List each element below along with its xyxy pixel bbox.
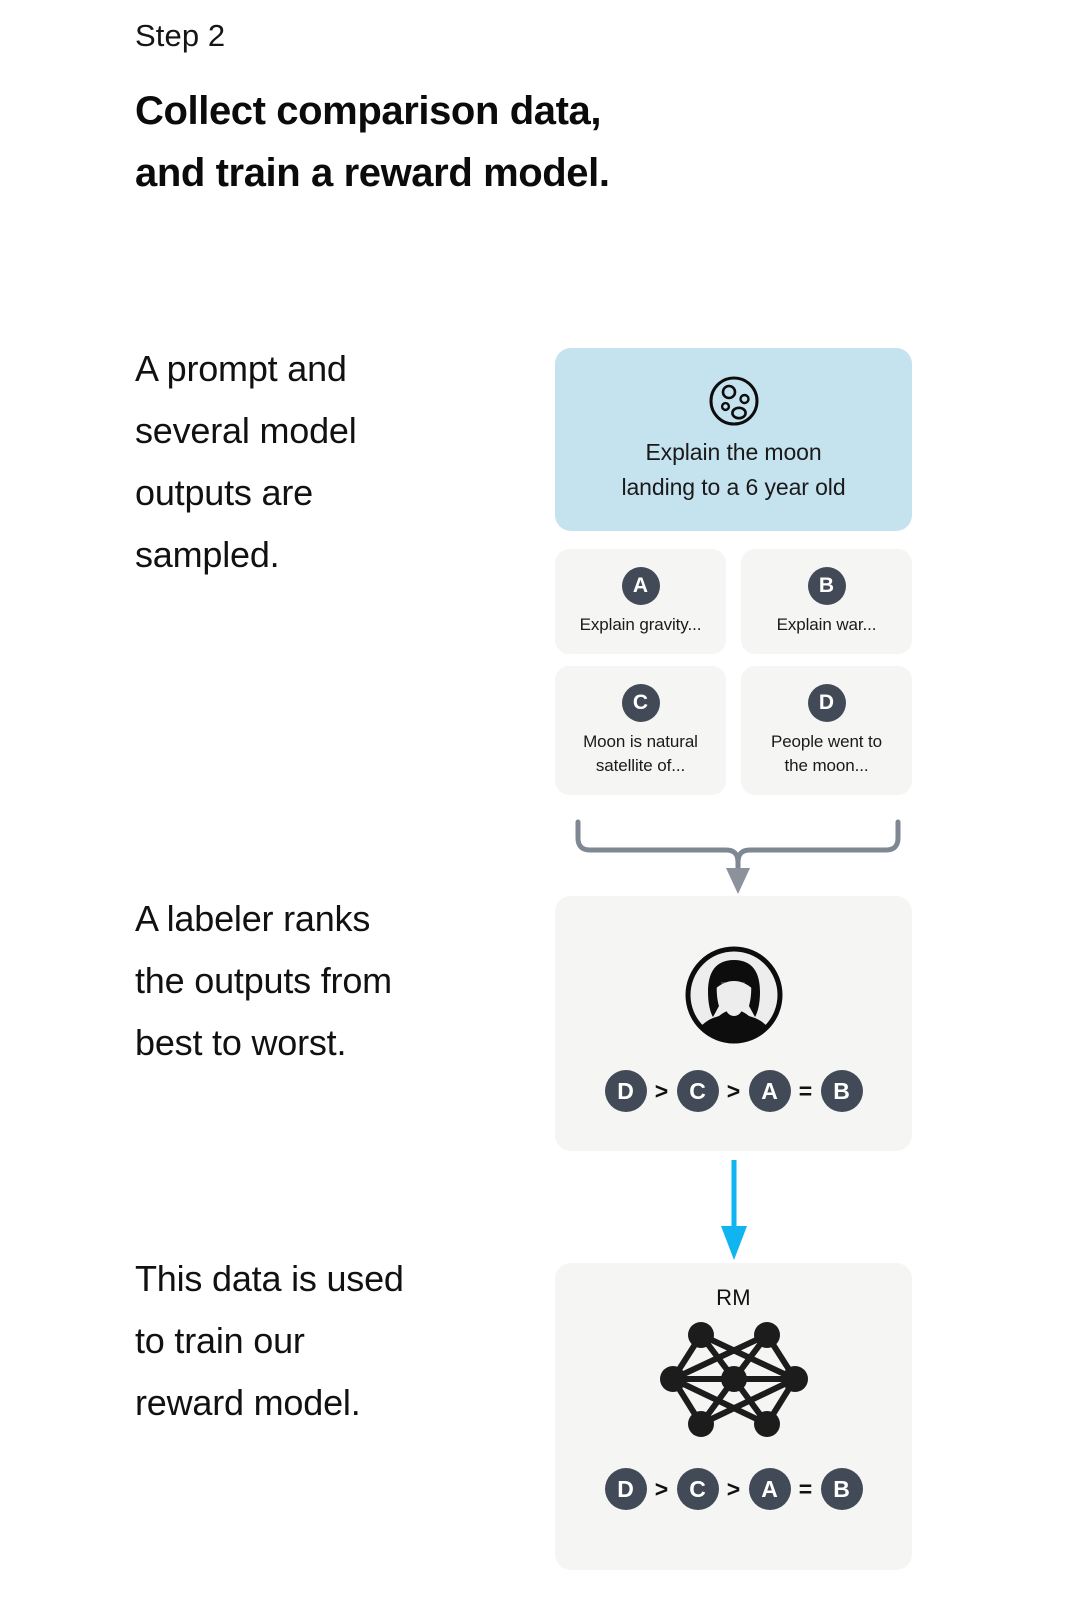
person-avatar-icon: [685, 946, 782, 1044]
sampled-outputs-grid: A Explain gravity... B Explain war... C …: [555, 549, 912, 795]
rm-rank-operator-1: >: [654, 1475, 669, 1502]
diagram-column: Explain the moon landing to a 6 year old…: [555, 0, 915, 1600]
output-text-c: Moon is natural satellite of...: [583, 731, 698, 775]
brace-connector-arrow-icon: [575, 819, 901, 894]
prompt-card: Explain the moon landing to a 6 year old: [555, 348, 912, 531]
section-description-sampling: A prompt and several model outputs are s…: [135, 348, 357, 575]
neural-network-icon: [659, 1322, 808, 1437]
section-description-training: This data is used to train our reward mo…: [135, 1258, 404, 1423]
rm-rank-operator-3: =: [798, 1475, 813, 1502]
reward-model-label: RM: [716, 1285, 751, 1310]
rank-badge-a: A: [748, 1070, 791, 1112]
blue-arrow-icon: [721, 1160, 747, 1260]
moon-icon: [709, 376, 758, 425]
output-card-a[interactable]: A Explain gravity...: [555, 549, 726, 654]
output-card-b[interactable]: B Explain war...: [741, 549, 912, 654]
labeler-ranking-row: D > C > A = B: [604, 1070, 863, 1112]
output-text-b: Explain war...: [776, 614, 877, 634]
rm-rank-operator-2: >: [726, 1475, 741, 1502]
output-badge-b: B: [807, 566, 846, 605]
output-badge-a: A: [621, 566, 660, 605]
output-text-d: People went to the moon...: [770, 731, 883, 775]
output-card-c[interactable]: C Moon is natural satellite of...: [555, 666, 726, 795]
rm-rank-badge-a: A: [748, 1468, 791, 1510]
rm-rank-badge-d: D: [604, 1468, 647, 1510]
rank-badge-c: C: [676, 1070, 719, 1112]
step-label: Step 2: [135, 18, 226, 53]
rm-rank-badge-c: C: [676, 1468, 719, 1510]
reward-model-card: RM: [555, 1263, 912, 1570]
section-description-ranking: A labeler ranks the outputs from best to…: [135, 898, 392, 1063]
rank-badge-d: D: [604, 1070, 647, 1112]
prompt-text: Explain the moon landing to a 6 year old: [621, 438, 846, 500]
labeler-card: D > C > A = B: [555, 896, 912, 1151]
output-badge-d: D: [807, 683, 846, 722]
rank-operator-2: >: [726, 1077, 741, 1104]
output-text-a: Explain gravity...: [579, 614, 702, 634]
page-title: Collect comparison data, and train a rew…: [135, 89, 610, 195]
rank-badge-b: B: [820, 1070, 863, 1112]
rm-rank-badge-b: B: [820, 1468, 863, 1510]
reward-model-ranking-row: D > C > A = B: [604, 1468, 863, 1510]
output-badge-c: C: [621, 683, 660, 722]
output-card-d[interactable]: D People went to the moon...: [741, 666, 912, 795]
rank-operator-1: >: [654, 1077, 669, 1104]
rank-operator-3: =: [798, 1077, 813, 1104]
